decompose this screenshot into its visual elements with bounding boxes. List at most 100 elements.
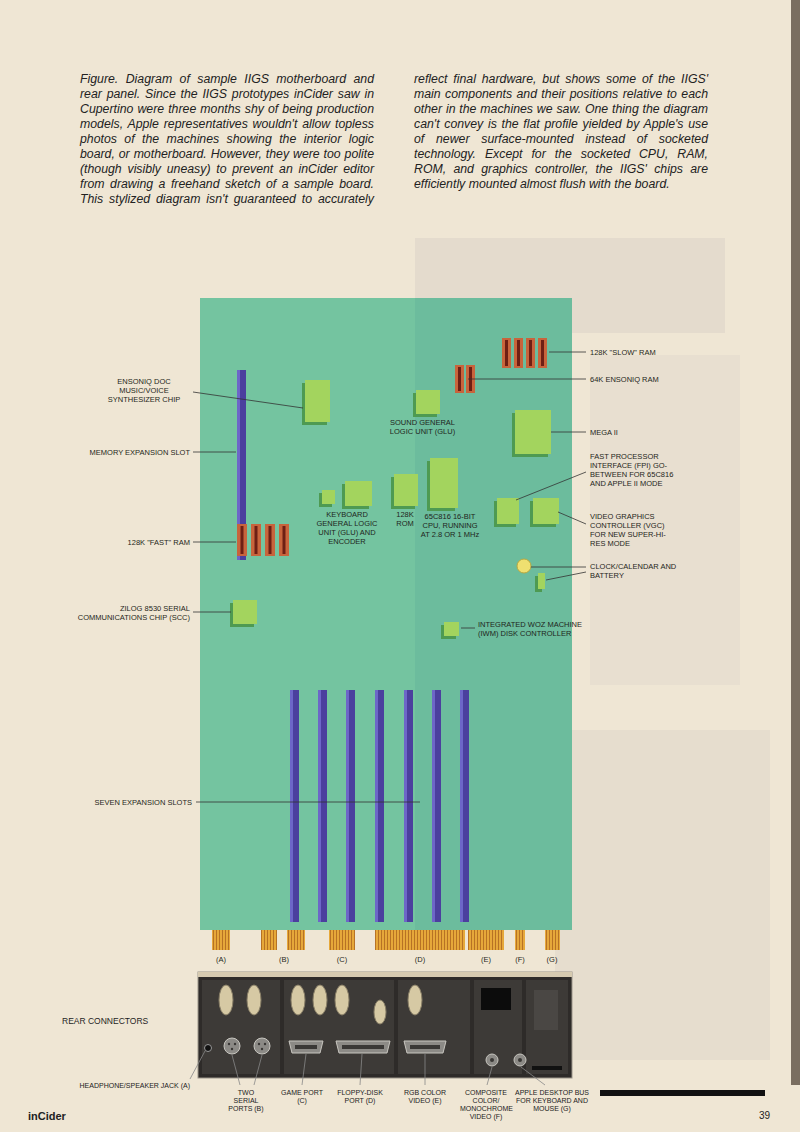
port-pins (295, 1045, 317, 1049)
ram-chip (517, 340, 520, 366)
figure-caption: Figure. Diagram of sample IIGS motherboa… (80, 72, 708, 207)
ram-chip (269, 526, 272, 554)
chip (230, 338, 559, 639)
part-label: 64K ENSONIQ RAM (590, 375, 690, 384)
rear-panel (202, 980, 280, 1074)
port-connector (289, 1041, 323, 1053)
vent (532, 1066, 562, 1070)
part-label: MEMORY EXPANSION SLOT (60, 448, 190, 457)
slot-cover (291, 985, 305, 1015)
edge-connector (545, 930, 560, 950)
ram-chip (265, 524, 275, 556)
leader-line (468, 379, 586, 380)
slot-cover (408, 985, 422, 1015)
leader-line (190, 1051, 205, 1079)
expansion-slot (460, 690, 463, 922)
part-label: VIDEO GRAPHICS CONTROLLER (VGC) FOR NEW … (590, 512, 680, 548)
part-label: KEYBOARD GENERAL LOGIC UNIT (GLU) AND EN… (316, 510, 378, 546)
expansion-slot (375, 690, 378, 922)
edge-connector (212, 930, 560, 950)
expansion-slot (237, 370, 469, 922)
leader-line (516, 472, 586, 500)
slot-cover (335, 985, 349, 1015)
expansion-slot (346, 690, 349, 922)
expansion-slot (375, 690, 384, 922)
chip (305, 380, 330, 422)
ram-chip (241, 526, 244, 554)
chip (430, 458, 458, 508)
chip (416, 390, 440, 414)
port-pins (231, 1048, 233, 1050)
leader-line (461, 628, 475, 629)
port-connector (224, 1038, 526, 1066)
connector-label: FLOPPY-DISK PORT (D) (331, 1089, 389, 1105)
connector-label: APPLE DESKTOP BUS FOR KEYBOARD AND MOUSE… (510, 1089, 594, 1113)
footer-bar (600, 1090, 765, 1096)
edge-connector (329, 930, 355, 950)
part-label: ENSONIQ DOC MUSIC/VOICE SYNTHESIZER CHIP (98, 377, 190, 404)
slot-cover (247, 985, 261, 1015)
chip (441, 622, 459, 639)
ram-chip (529, 340, 532, 366)
chip (302, 380, 330, 425)
slot-cover (374, 1000, 386, 1024)
slot-cover (313, 985, 327, 1015)
part-label: ZILOG 8530 SERIAL COMMUNICATIONS CHIP (S… (60, 604, 190, 622)
port-pins (490, 1058, 494, 1062)
rear-panel (526, 980, 568, 1074)
expansion-slot (346, 690, 355, 922)
power-window (481, 988, 511, 1010)
chip (538, 573, 545, 589)
port-pins (234, 1043, 236, 1045)
logic-board (415, 298, 572, 930)
leader-line (360, 1054, 362, 1085)
section-heading: REAR CONNECTORS (62, 1016, 192, 1026)
port-pins (258, 1043, 260, 1045)
leader-line (193, 612, 231, 613)
expansion-slot (460, 690, 469, 922)
chip (413, 390, 440, 417)
expansion-slot (318, 690, 321, 922)
part-label: SOUND GENERAL LOGIC UNIT (GLU) (385, 418, 460, 436)
slot-cover (219, 985, 233, 1015)
leader-line (425, 1054, 426, 1085)
chip (322, 490, 335, 504)
expansion-slot (404, 690, 407, 922)
vent (534, 990, 558, 1030)
ram-chip (279, 524, 289, 556)
chip (444, 622, 459, 636)
page-ground (555, 730, 770, 1060)
rear-panel (398, 980, 470, 1074)
edge-connector (287, 930, 305, 950)
ram-chip (251, 524, 261, 556)
leader-line (531, 567, 586, 568)
part-label: MEGA II (590, 428, 650, 437)
logic-board (200, 298, 572, 930)
rear-panel (198, 972, 572, 977)
chip (427, 458, 458, 511)
expansion-slot (404, 690, 413, 922)
headphone-jack (205, 1045, 212, 1052)
page-ground (791, 0, 800, 1085)
port-connector (224, 1038, 240, 1054)
leader-line (254, 1055, 262, 1085)
rear-panel (198, 972, 572, 1078)
ram-chip (541, 340, 544, 366)
leader-line (558, 512, 586, 524)
ram-chip (538, 338, 547, 368)
expansion-slot (460, 690, 469, 922)
leader-line (193, 542, 236, 543)
part-label: INTEGRATED WOZ MACHINE (IWM) DISK CONTRO… (478, 620, 598, 638)
ram-chip (514, 338, 523, 368)
expansion-slot (404, 690, 413, 922)
ram-chip (237, 524, 247, 556)
port-pins (518, 1058, 522, 1062)
chip (535, 573, 545, 592)
ram-chip (279, 524, 289, 556)
clock-battery (517, 559, 531, 573)
part-label: 65C816 16-BIT CPU, RUNNING AT 2.8 OR 1 M… (418, 512, 482, 539)
ram-chip (526, 338, 535, 368)
ram-chip (265, 524, 275, 556)
port-pins (261, 1048, 263, 1050)
connector-label: GAME PORT (C) (277, 1089, 327, 1105)
